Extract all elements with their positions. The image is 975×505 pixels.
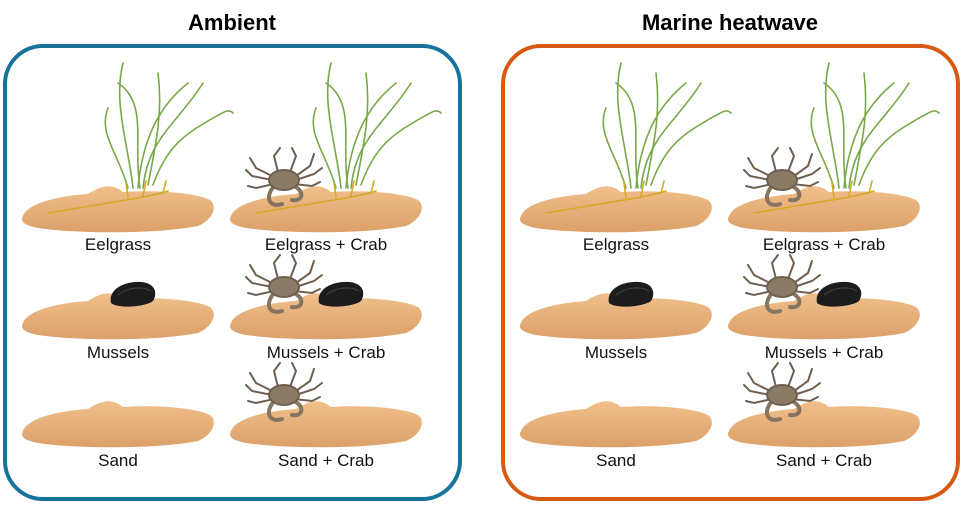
treatment-mussels: Mussels xyxy=(519,281,712,362)
sand-mound-icon xyxy=(519,401,712,448)
sand-mound-icon xyxy=(229,401,422,448)
sand-mound-icon xyxy=(21,401,214,448)
treatment-eelgrass-crab: Eelgrass + Crab xyxy=(727,62,940,254)
treatment-mussels-crab: Mussels + Crab xyxy=(229,253,422,362)
mussel-icon xyxy=(608,281,654,308)
sand-mound-icon xyxy=(727,186,920,233)
mussel-icon xyxy=(110,281,156,308)
panel-border xyxy=(501,44,960,501)
eelgrass-icon xyxy=(47,62,234,214)
treatment-label: Eelgrass + Crab xyxy=(763,235,885,254)
treatment-label: Sand + Crab xyxy=(776,451,872,470)
treatment-label: Mussels xyxy=(87,343,149,362)
treatment-label: Mussels xyxy=(585,343,647,362)
mussel-icon xyxy=(318,281,364,308)
sand-mound-icon xyxy=(727,401,920,448)
panel-title: Marine heatwave xyxy=(642,10,818,35)
panel-border xyxy=(3,44,462,501)
treatment-eelgrass-crab: Eelgrass + Crab xyxy=(229,62,442,254)
treatment-label: Eelgrass + Crab xyxy=(265,235,387,254)
treatment-label: Eelgrass xyxy=(583,235,649,254)
treatment-label: Mussels + Crab xyxy=(267,343,386,362)
treatment-label: Sand + Crab xyxy=(278,451,374,470)
treatment-label: Sand xyxy=(98,451,138,470)
eelgrass-icon xyxy=(545,62,732,214)
treatment-label: Eelgrass xyxy=(85,235,151,254)
treatment-sand-crab: Sand + Crab xyxy=(727,361,920,470)
treatment-sand: Sand xyxy=(21,401,214,470)
mussel-icon xyxy=(816,281,862,308)
treatment-eelgrass: Eelgrass xyxy=(519,62,732,254)
treatment-label: Mussels + Crab xyxy=(765,343,884,362)
treatment-label: Sand xyxy=(596,451,636,470)
panel-title: Ambient xyxy=(188,10,277,35)
sand-mound-icon xyxy=(21,186,214,233)
treatment-mussels: Mussels xyxy=(21,281,214,362)
treatment-eelgrass: Eelgrass xyxy=(21,62,234,254)
treatment-mussels-crab: Mussels + Crab xyxy=(727,253,920,362)
treatment-sand-crab: Sand + Crab xyxy=(229,361,422,470)
sand-mound-icon xyxy=(519,186,712,233)
sand-mound-icon xyxy=(229,186,422,233)
treatment-sand: Sand xyxy=(519,401,712,470)
